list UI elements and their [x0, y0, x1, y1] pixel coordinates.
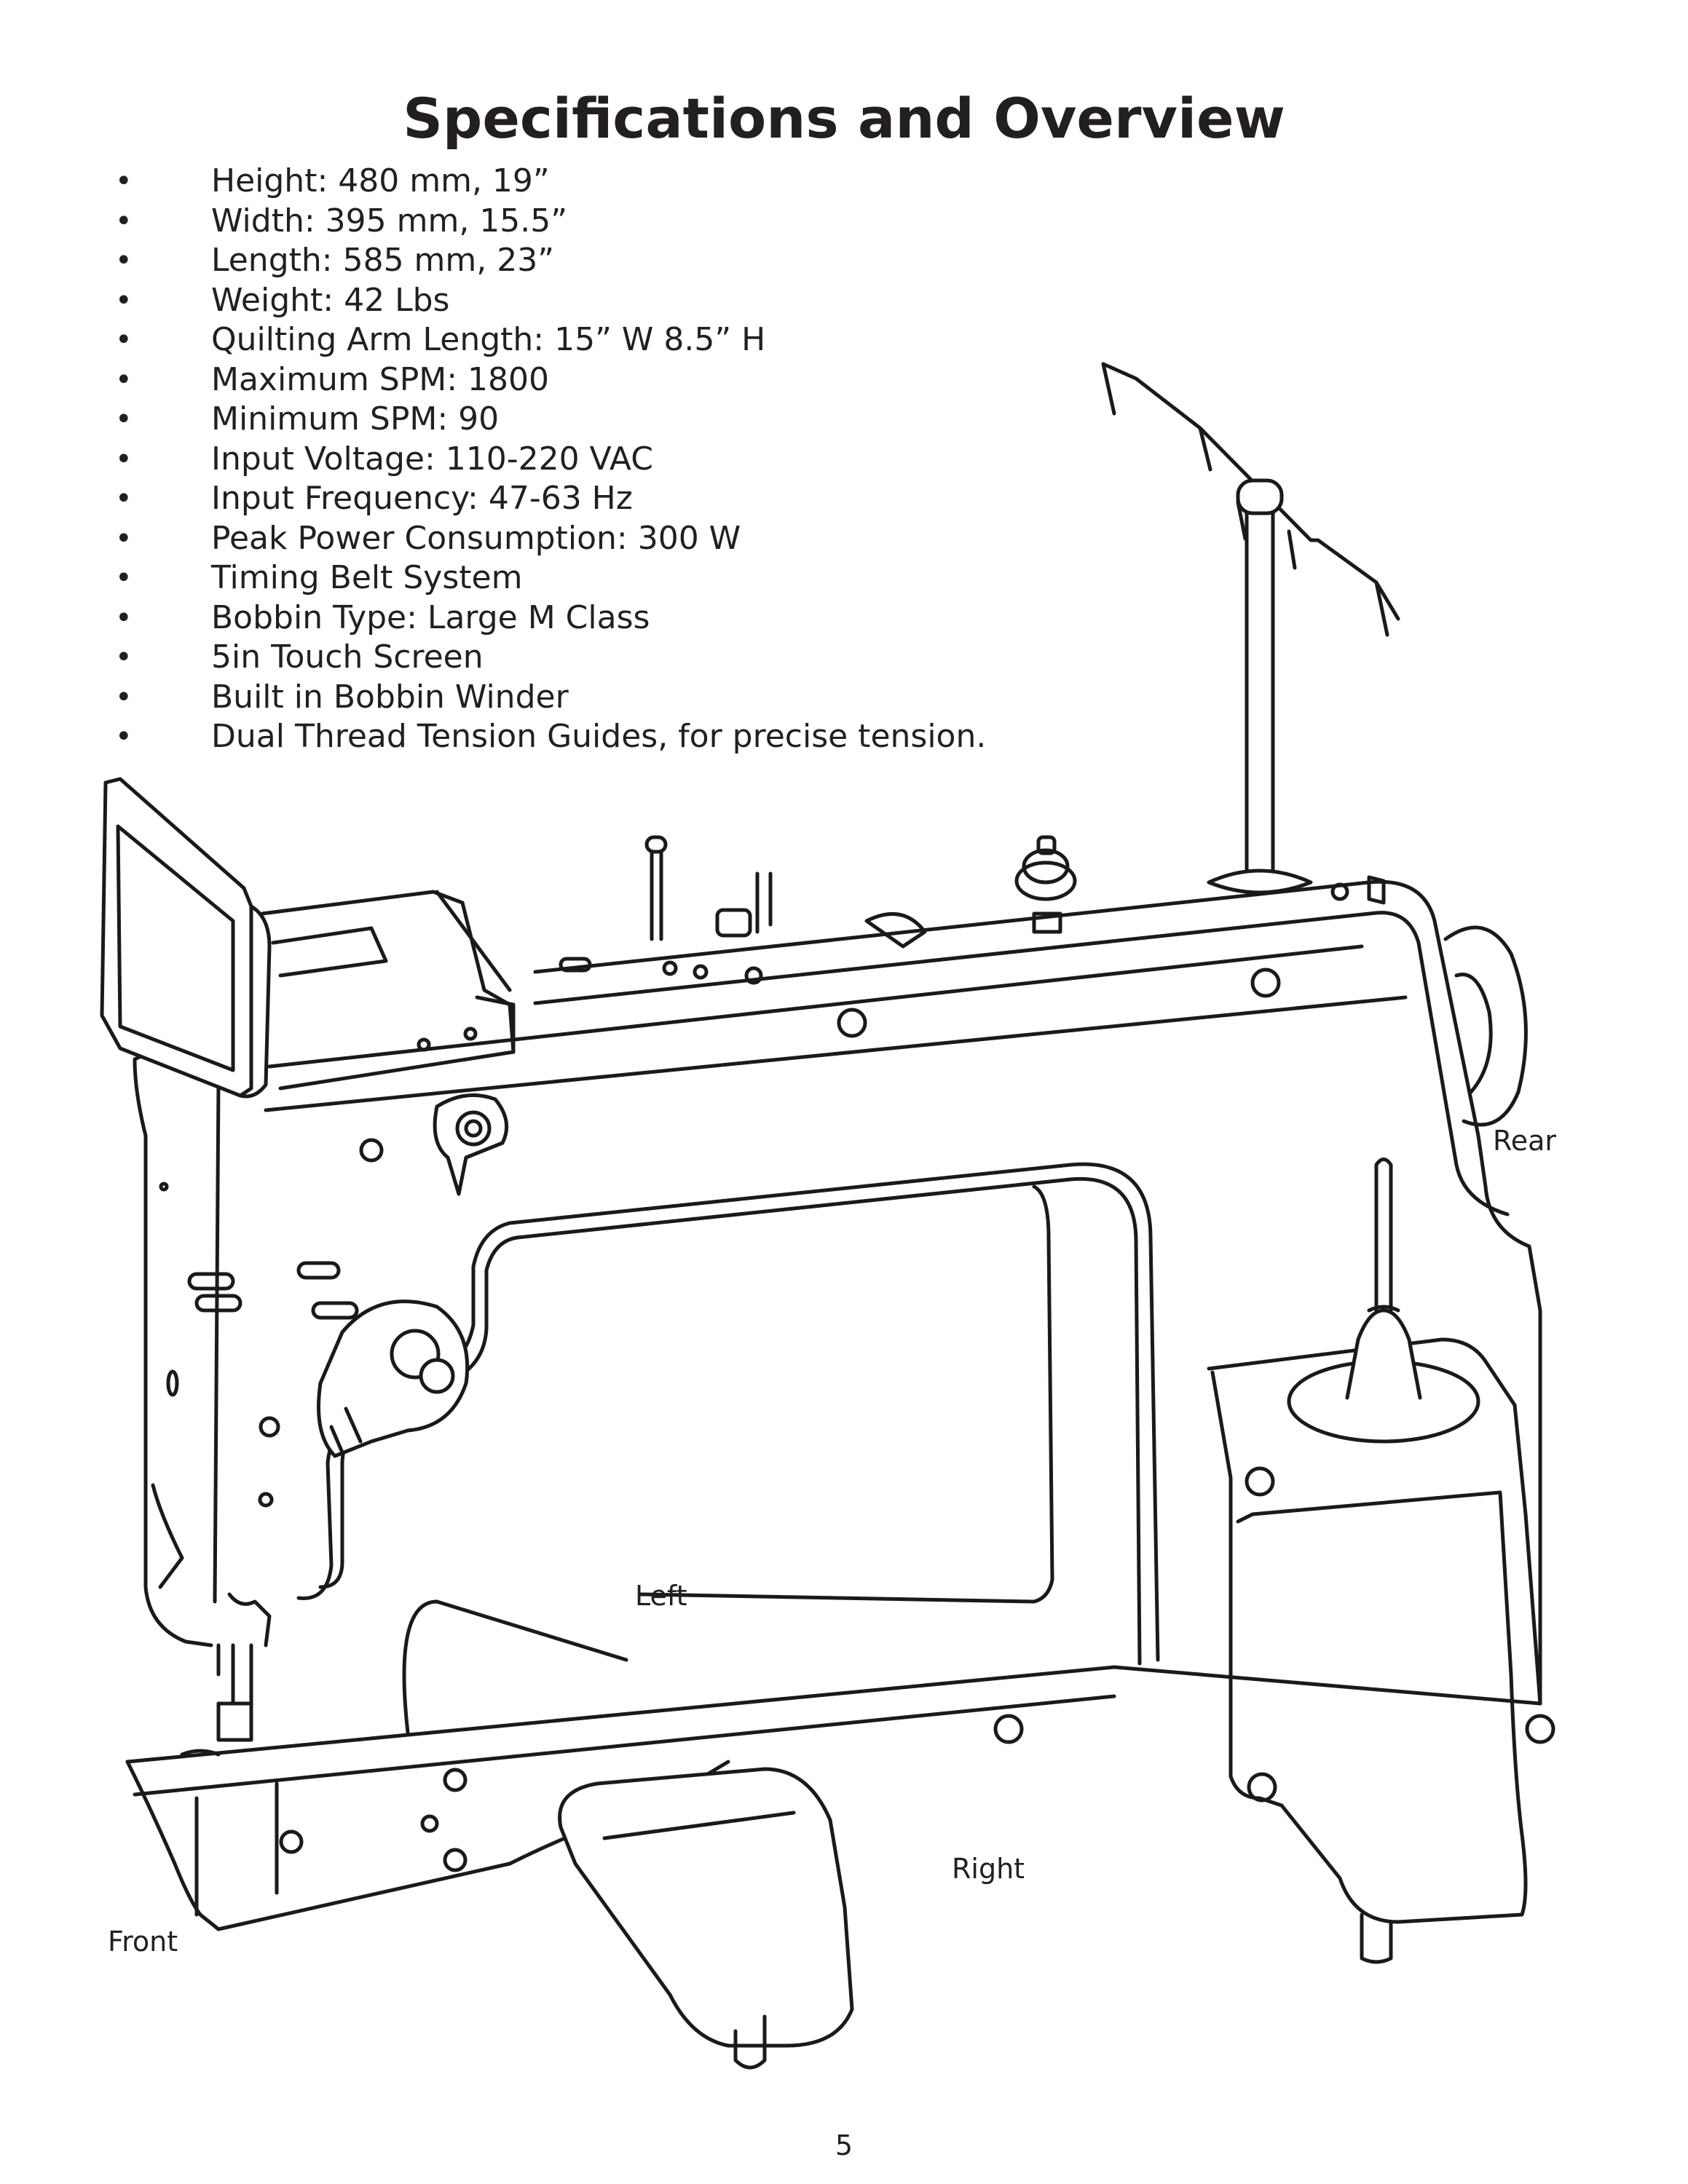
spec-height: Height: 480 mm, 19”: [211, 162, 550, 199]
bullet: •: [115, 641, 133, 674]
machine-body: [125, 879, 1542, 2070]
label-rear: Rear: [1493, 1125, 1556, 1157]
bullet: •: [115, 561, 133, 595]
label-right: Right: [952, 1853, 1025, 1885]
bullet: •: [115, 482, 133, 515]
bullet: •: [115, 323, 133, 357]
spec-input-frequency: Input Frequency: 47-63 Hz: [211, 480, 633, 517]
page-title: Specifications and Overview: [403, 86, 1285, 151]
needle-assembly: [180, 1261, 359, 1757]
bullet: •: [115, 601, 133, 635]
bullet: •: [115, 363, 133, 397]
bullet: •: [115, 720, 133, 753]
tension-assembly: [258, 1299, 470, 1508]
spec-peak-power: Peak Power Consumption: 300 W: [211, 519, 741, 557]
bullet: •: [115, 521, 133, 555]
spec-timing-belt: Timing Belt System: [211, 559, 523, 596]
bullet: •: [115, 680, 133, 714]
bullet: •: [115, 442, 133, 476]
spec-width: Width: 395 mm, 15.5”: [211, 202, 568, 240]
spec-bobbin-type: Bobbin Type: Large M Class: [211, 598, 650, 636]
bullet: •: [115, 204, 133, 238]
spec-max-spm: Maximum SPM: 1800: [211, 360, 549, 398]
spec-min-spm: Minimum SPM: 90: [211, 400, 500, 438]
screen-mount: [260, 890, 516, 1091]
spec-length: Length: 585 mm, 23”: [211, 242, 555, 279]
spec-input-voltage: Input Voltage: 110-220 VAC: [211, 440, 653, 478]
spec-arm-length: Quilting Arm Length: 15” W 8.5” H: [211, 321, 766, 358]
bullet: •: [115, 165, 133, 198]
spec-tension-guides: Dual Thread Tension Guides, for precise …: [211, 718, 987, 755]
touch-screen: [100, 777, 272, 1099]
top-controls: [644, 835, 1386, 949]
spec-touch-screen: 5in Touch Screen: [211, 638, 484, 676]
spec-weight: Weight: 42 Lbs: [211, 281, 450, 319]
bullet: •: [115, 403, 133, 436]
spec-bobbin-winder: Built in Bobbin Winder: [211, 678, 569, 716]
screw-details: [159, 957, 1555, 1872]
thread-stand: [1101, 362, 1400, 895]
bobbin-winder: [359, 1093, 509, 1196]
page-number: 5: [835, 2129, 853, 2161]
bullet: •: [115, 283, 133, 317]
label-front: Front: [108, 1926, 178, 1958]
bullet: •: [115, 244, 133, 277]
label-left: Left: [635, 1580, 687, 1612]
